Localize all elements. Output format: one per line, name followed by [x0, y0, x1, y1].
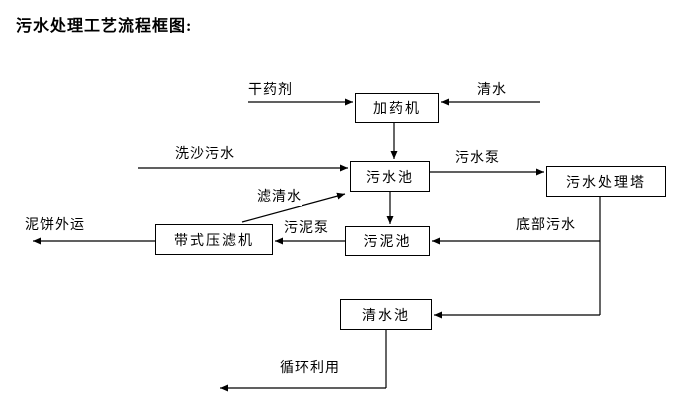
edge-label-filtered-water: 滤清水 — [257, 190, 302, 206]
arrow-filtered-water — [241, 192, 346, 223]
node-sludge-pool: 污泥池 — [345, 226, 430, 256]
node-dosing-machine: 加药机 — [355, 93, 439, 123]
edge-label-recycle-use: 循环利用 — [280, 361, 340, 377]
page-title: 污水处理工艺流程框图: — [16, 18, 193, 35]
edge-label-sand-wash-sewage: 洗沙污水 — [175, 147, 235, 163]
edge-label-sewage-pump: 污水泵 — [455, 151, 500, 167]
node-sewage-pool: 污水池 — [350, 161, 430, 192]
edge-label-clean-water: 清水 — [477, 83, 507, 99]
edge-label-dry-chemical: 干药剂 — [248, 83, 293, 99]
node-treatment-tower: 污水处理塔 — [546, 166, 666, 197]
edge-label-sludge-pump: 污泥泵 — [284, 221, 329, 237]
node-belt-filter-press: 带式压滤机 — [155, 224, 273, 255]
edge-label-bottom-sewage: 底部污水 — [516, 218, 576, 234]
edge-label-mud-cake-out: 泥饼外运 — [25, 218, 85, 234]
node-clean-water-pool: 清水池 — [340, 299, 432, 330]
